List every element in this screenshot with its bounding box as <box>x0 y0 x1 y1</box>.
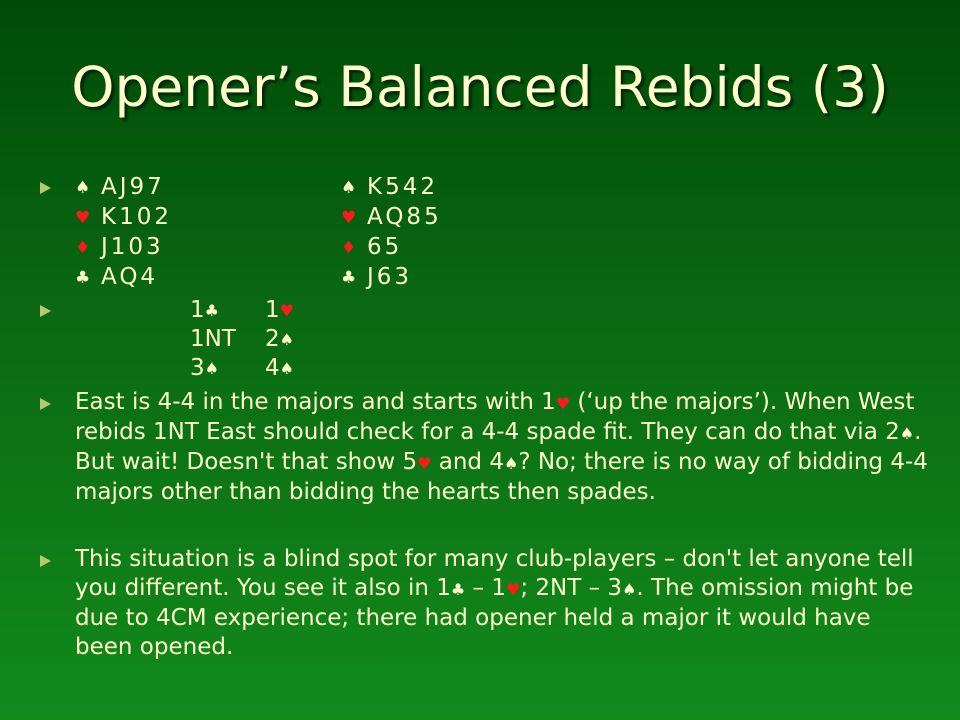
heart-icon: ♥ <box>417 454 432 473</box>
blind-spot-paragraph: This situation is a blind spot for many … <box>75 546 914 660</box>
spade-icon: ♠ <box>204 359 219 378</box>
bullet-explanation <box>40 398 51 410</box>
auction-east-2: 2♠ <box>265 326 294 352</box>
diamond-icon: ♦ <box>341 238 360 258</box>
spade-icon: ♠ <box>899 424 915 443</box>
west-diamonds: ♦J103 <box>75 233 172 263</box>
west-clubs: ♣AQ4 <box>75 263 172 293</box>
bullet-auction <box>40 305 51 317</box>
auction-west-1: 1♣ <box>190 297 219 323</box>
east-hearts: ♥AQ85 <box>341 203 442 233</box>
club-icon: ♣ <box>204 301 219 320</box>
bullet-blind-spot <box>40 555 51 567</box>
explanation-paragraph: East is 4-4 in the majors and starts wit… <box>75 389 928 505</box>
diamond-icon: ♦ <box>75 238 94 258</box>
west-hand: ♠AJ97 ♥K102 ♦J103 ♣AQ4 <box>75 173 172 293</box>
spade-icon: ♠ <box>341 178 360 198</box>
auction-west-2: 1NT <box>190 326 236 352</box>
west-spades: ♠AJ97 <box>75 173 172 203</box>
auction-east-3: 4♠ <box>265 355 294 381</box>
east-diamonds: ♦65 <box>341 233 442 263</box>
club-icon: ♣ <box>341 268 360 288</box>
spade-icon: ♠ <box>279 330 294 349</box>
heart-icon: ♥ <box>506 580 521 599</box>
club-icon: ♣ <box>75 268 94 288</box>
heart-icon: ♥ <box>341 208 360 228</box>
heart-icon: ♥ <box>555 394 571 413</box>
auction-east-1: 1♥ <box>265 297 294 323</box>
west-hearts: ♥K102 <box>75 203 172 233</box>
spade-icon: ♠ <box>75 178 94 198</box>
east-hand: ♠K542 ♥AQ85 ♦65 ♣J63 <box>341 173 442 293</box>
east-spades: ♠K542 <box>341 173 442 203</box>
auction-west-3: 3♠ <box>190 355 219 381</box>
club-icon: ♣ <box>450 580 466 599</box>
spade-icon: ♠ <box>622 580 637 599</box>
spade-icon: ♠ <box>279 359 294 378</box>
spade-icon: ♠ <box>503 454 519 473</box>
heart-icon: ♥ <box>75 208 94 228</box>
east-clubs: ♣J63 <box>341 263 442 293</box>
bullet-hands <box>40 182 51 194</box>
heart-icon: ♥ <box>279 301 294 320</box>
slide-title: Opener’s Balanced Rebids (3) <box>71 55 889 119</box>
